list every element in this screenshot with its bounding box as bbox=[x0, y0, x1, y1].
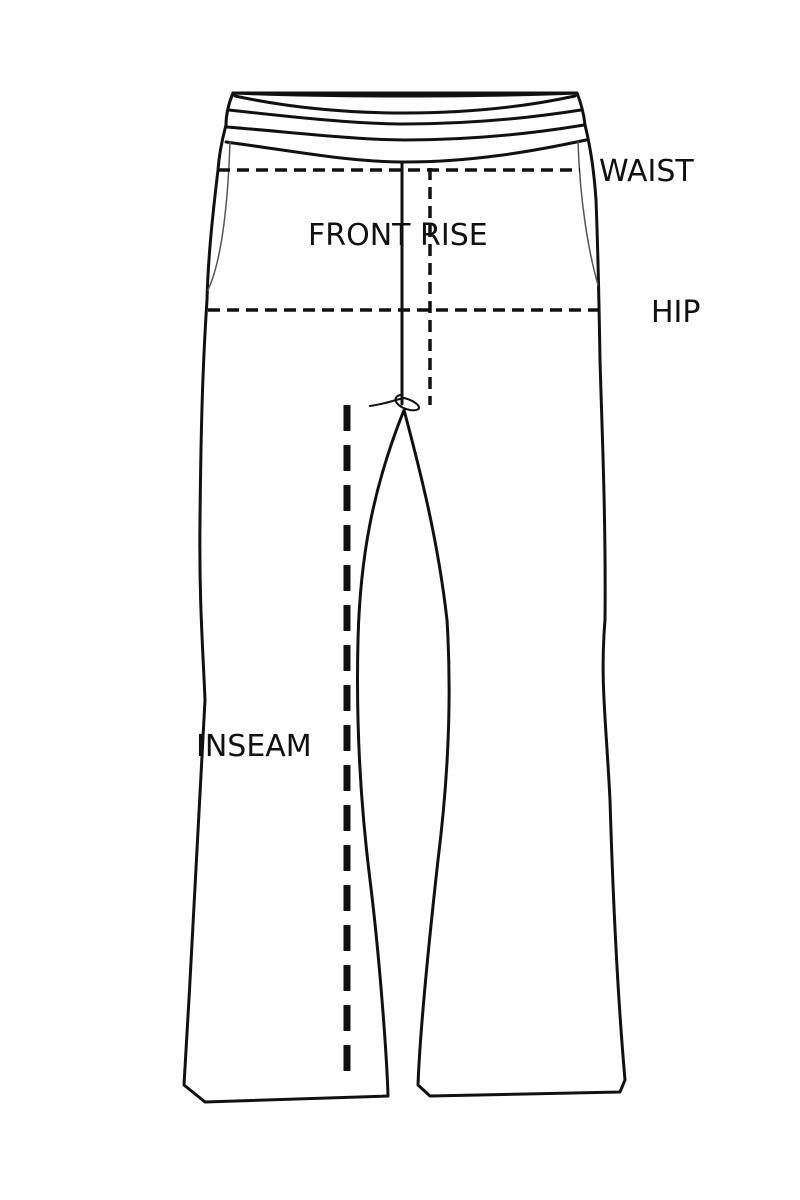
front-rise-label: FRONT RISE bbox=[308, 218, 488, 253]
pants-outline bbox=[182, 91, 627, 1104]
waistband-line-1 bbox=[233, 94, 577, 115]
waistband-line-2 bbox=[227, 108, 583, 126]
right-pocket-line bbox=[577, 141, 599, 286]
inseam-label: INSEAM bbox=[196, 729, 312, 764]
waistband-bottom bbox=[224, 138, 588, 164]
left-pocket-line bbox=[207, 141, 231, 291]
crotch-stitch bbox=[369, 394, 420, 412]
waistband-top bbox=[231, 91, 579, 98]
hip-label: HIP bbox=[651, 295, 701, 330]
waistband-line-3 bbox=[225, 123, 586, 142]
waist-label: WAIST bbox=[599, 154, 694, 189]
